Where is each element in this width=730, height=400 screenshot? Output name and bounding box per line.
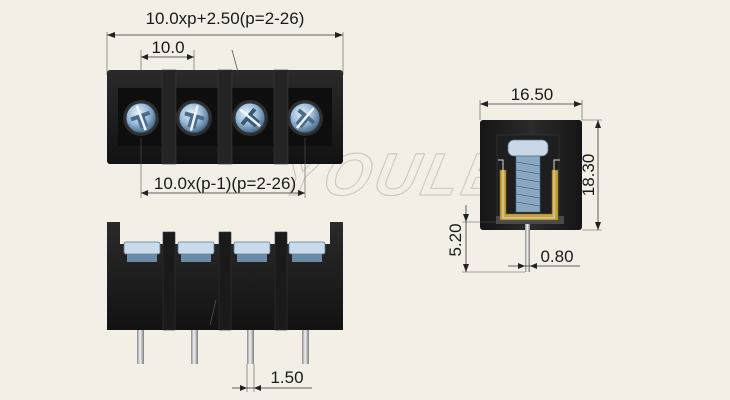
arrow-icon [595, 222, 601, 230]
barrier [218, 231, 232, 331]
width-dim-label: 16.50 [511, 85, 554, 104]
barrier [162, 231, 176, 331]
pin [137, 330, 144, 364]
pin [302, 330, 309, 364]
arrow-icon [595, 120, 601, 128]
pinlen-dim-label: 5.20 [446, 223, 465, 256]
insert-outline [498, 159, 560, 219]
arrow-icon [141, 190, 148, 196]
screw-terminal-4 [287, 100, 323, 136]
screw-terminal-2 [176, 100, 212, 136]
screw-terminal-3 [232, 100, 268, 136]
screw-head-front-2 [177, 241, 215, 262]
side-screw-head [507, 139, 549, 157]
pin-dim-label: 1.50 [270, 368, 303, 387]
height-dim-label: 18.30 [579, 154, 598, 197]
break-mark [209, 299, 217, 326]
pin [247, 330, 254, 364]
side-view: 16.50 18.30 [446, 85, 602, 273]
front-view: 1.50 [107, 222, 343, 392]
barrier [217, 69, 233, 165]
arrow-icon [141, 54, 148, 60]
arrow-icon [187, 54, 194, 60]
arrow-icon [480, 101, 488, 107]
pinthk-dim-label: 0.80 [540, 247, 573, 266]
break-mark [231, 49, 239, 73]
arrow-icon [530, 263, 537, 269]
barrier [161, 69, 177, 165]
screw-terminal-1 [123, 100, 159, 136]
barrier [273, 69, 289, 165]
screw-head-front-3 [233, 241, 271, 262]
top-view: 10.0xp+2.50(p=2-26) 10.0 [106, 9, 344, 198]
screw-thread [515, 161, 541, 207]
pitch-dim-label: 10.0 [151, 38, 184, 57]
arrow-icon [254, 385, 261, 391]
barrier [274, 231, 288, 331]
screw-head-front-4 [288, 241, 326, 262]
arrow-icon [518, 263, 525, 269]
arrow-icon [240, 385, 247, 391]
side-pin [525, 224, 530, 272]
arrow-icon [107, 32, 115, 38]
arrow-icon [298, 190, 305, 196]
arrow-icon [463, 264, 469, 272]
pin [191, 330, 198, 364]
arrow-icon [463, 214, 469, 222]
clamp-bracket [499, 169, 559, 221]
screw-head-front-1 [123, 241, 161, 262]
span-dim-label: 10.0x(p-1)(p=2-26) [154, 174, 296, 193]
arrow-icon [574, 101, 582, 107]
arrow-icon [335, 32, 343, 38]
overall-dim-label: 10.0xp+2.50(p=2-26) [146, 9, 305, 28]
